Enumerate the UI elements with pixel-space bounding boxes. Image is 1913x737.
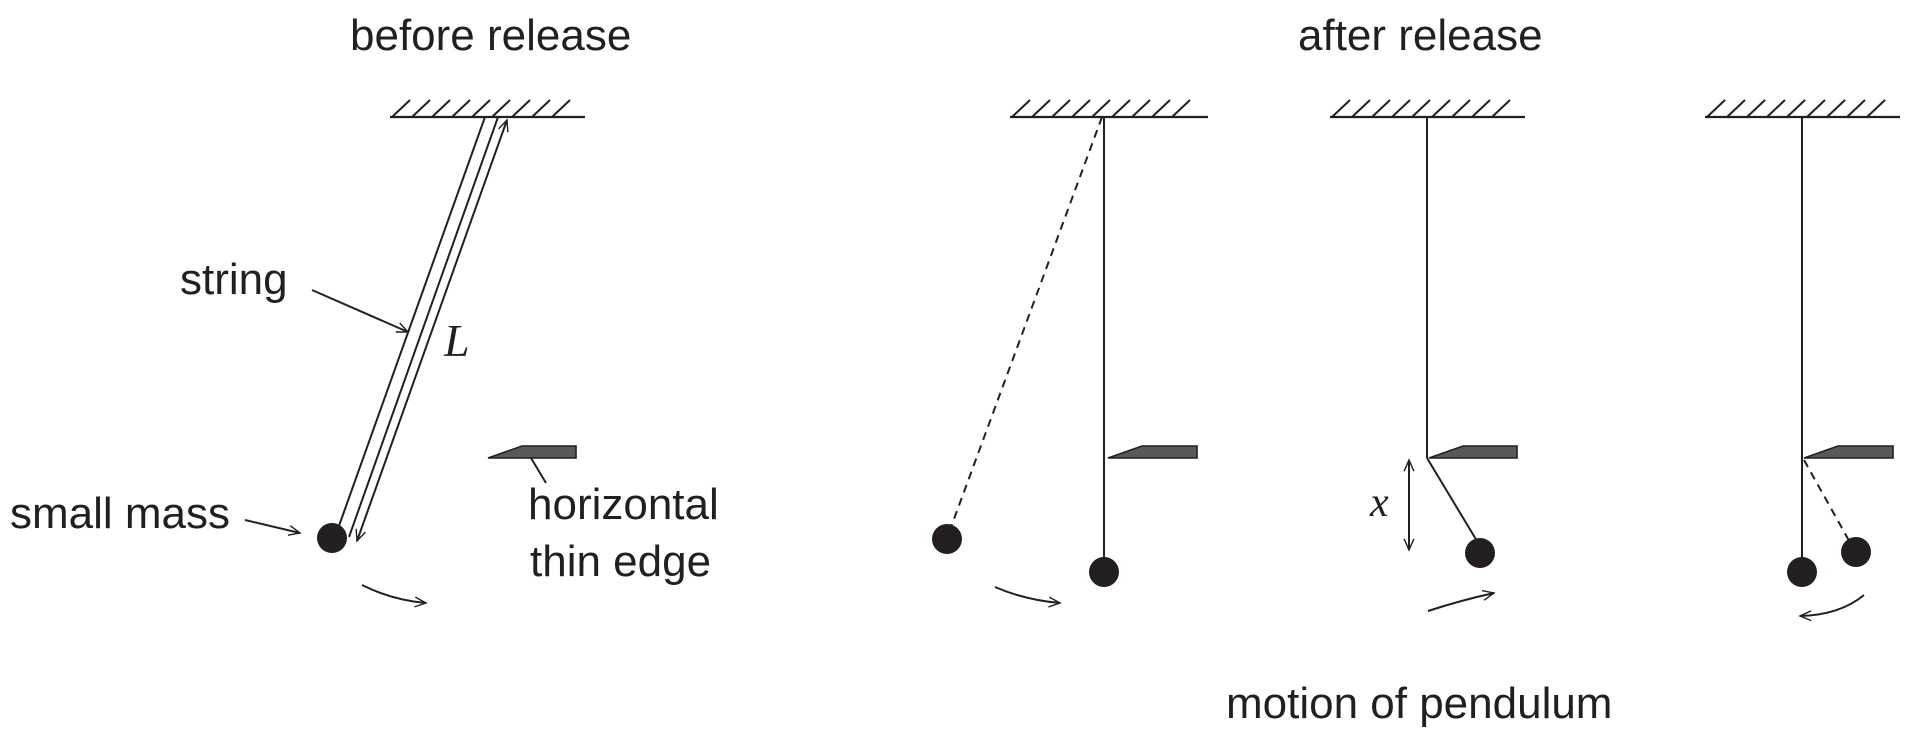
- label-edge-line1: horizontal: [528, 480, 719, 529]
- ceiling-support-3: [1330, 99, 1525, 119]
- label-string: string: [180, 255, 288, 304]
- label-edge-line2: thin edge: [530, 537, 712, 586]
- ceiling-support-1: [390, 99, 585, 119]
- motion-arrow-2: [994, 586, 1060, 603]
- mass-turning-point: [1841, 537, 1871, 567]
- string-initial-dashed: [946, 116, 1103, 539]
- string-pivot-segment-3: [1426, 457, 1481, 547]
- string-before: [334, 116, 486, 538]
- string-pointer-arrow: [311, 289, 408, 333]
- motion-arrow-4: [1800, 594, 1865, 616]
- mass-final-lowest: [1787, 557, 1817, 587]
- ceiling-support-2: [1010, 99, 1208, 119]
- string-pivot-dashed-4: [1803, 459, 1853, 547]
- thin-edge-4: [1803, 445, 1894, 459]
- length-L-arrow: [357, 120, 507, 541]
- mass-pointer-arrow: [244, 519, 300, 533]
- ceiling-support-4: [1705, 99, 1900, 119]
- label-x: x: [1370, 480, 1389, 526]
- caption-motion-of-pendulum: motion of pendulum: [1226, 679, 1613, 728]
- title-before-release: before release: [350, 11, 632, 60]
- motion-arrow-1: [361, 584, 426, 603]
- thin-edge-2: [1107, 445, 1198, 459]
- mass-swinging-up: [1465, 538, 1495, 568]
- thin-edge-3: [1428, 445, 1518, 459]
- title-after-release: after release: [1298, 11, 1543, 60]
- thin-edge-1: [487, 445, 577, 459]
- string-before-parallel: [348, 116, 499, 538]
- label-small-mass: small mass: [10, 489, 231, 538]
- mass-initial-position: [932, 524, 962, 554]
- motion-arrow-3: [1427, 593, 1494, 612]
- small-mass-before: [317, 523, 347, 553]
- edge-label-leader: [530, 457, 547, 484]
- mass-lowest-position: [1089, 557, 1119, 587]
